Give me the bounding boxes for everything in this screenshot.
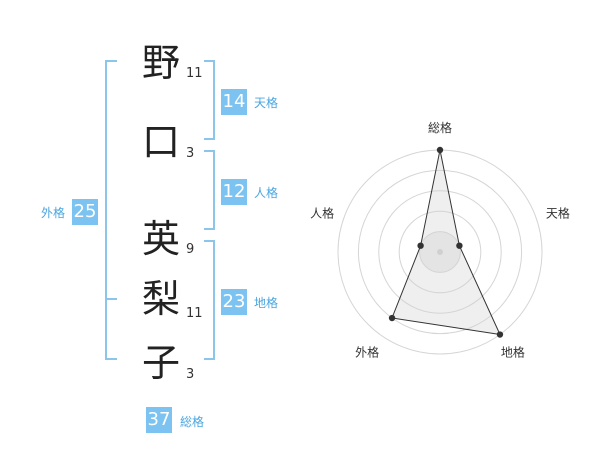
tenkaku-bracket: [204, 60, 215, 140]
name-char-1: 野: [141, 41, 180, 85]
tenkaku-label: 天格: [254, 96, 279, 110]
stroke-count-4: 11: [186, 306, 203, 321]
stroke-count-3: 9: [186, 242, 195, 257]
jinkaku-bracket: [204, 150, 215, 230]
name-char-3: 英: [141, 217, 180, 261]
soukaku-label: 総格: [180, 415, 205, 429]
stroke-count-5: 3: [186, 367, 195, 382]
radar-axis-label-2: 天格: [546, 206, 570, 221]
name-char-2: 口: [141, 120, 180, 164]
radar-axis-label-1: 総格: [428, 120, 452, 135]
stroke-count-2: 3: [186, 146, 195, 161]
radar-grid-ring: [398, 210, 482, 294]
name-char-5: 子: [141, 341, 180, 385]
gaikaku-label: 外格: [41, 206, 66, 220]
radar-point-3: [496, 331, 504, 338]
radar-axis-label-3: 地格: [501, 344, 525, 359]
stroke-count-1: 11: [186, 66, 203, 81]
soukaku-value: 37: [146, 407, 172, 433]
radar-series-polygon: [391, 149, 501, 336]
radar-grid-ring: [357, 169, 523, 335]
chikaku-label: 地格: [254, 296, 279, 310]
gaikaku-value: 25: [72, 199, 98, 225]
chikaku-bracket: [204, 240, 215, 360]
name-char-4: 梨: [141, 277, 180, 321]
radar-point-5: [417, 242, 424, 249]
radar-axis-label-4: 外格: [355, 344, 379, 359]
gaikaku-divider-tick: [105, 298, 117, 300]
radar-grid-ring: [378, 190, 502, 314]
radar-point-4: [388, 314, 396, 322]
radar-axis-label-5: 人格: [310, 206, 334, 221]
tenkaku-value: 14: [221, 89, 247, 115]
jinkaku-value: 12: [221, 179, 247, 205]
chikaku-value: 23: [221, 289, 247, 315]
gaikaku-bracket: [105, 60, 117, 360]
jinkaku-label: 人格: [254, 186, 279, 200]
radar-point-1: [436, 146, 444, 154]
radar-center-dot: [437, 249, 443, 255]
radar-point-2: [456, 242, 463, 249]
